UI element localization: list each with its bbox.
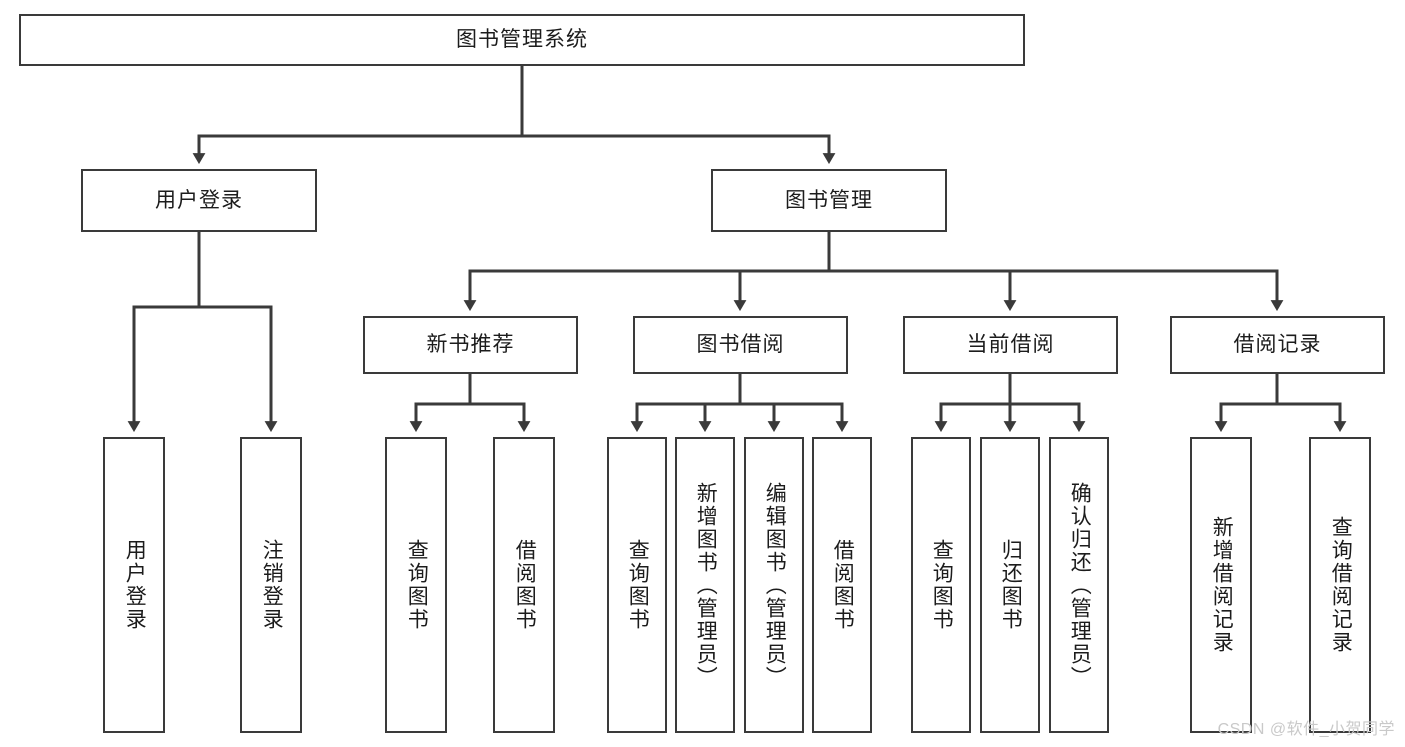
node-label: 查询图书 [626,539,650,631]
node-leaf-user-login[interactable]: 用户登录 [103,437,165,733]
node-label: 查询图书 [405,539,429,631]
node-leaf-confirm-return-admin[interactable]: 确认归还（管理员） [1049,437,1109,733]
node-label: 新增借阅记录 [1210,516,1234,654]
node-label: 查询借阅记录 [1329,516,1353,654]
node-leaf-query-books-current[interactable]: 查询图书 [911,437,971,733]
node-leaf-borrow-books[interactable]: 借阅图书 [812,437,872,733]
node-label: 新增图书（管理员） [694,481,718,689]
node-label: 查询图书 [930,539,954,631]
node-leaf-query-books-borrow[interactable]: 查询图书 [607,437,667,733]
csdn-watermark: CSDN @软件_小贺同学 [1217,721,1395,738]
node-current-borrowing[interactable]: 当前借阅 [903,316,1118,374]
node-label: 归还图书 [999,539,1023,631]
node-label: 编辑图书（管理员） [763,481,787,689]
node-leaf-borrow-books-recommend[interactable]: 借阅图书 [493,437,555,733]
node-user-login[interactable]: 用户登录 [81,169,317,232]
node-leaf-query-books-recommend[interactable]: 查询图书 [385,437,447,733]
node-leaf-query-borrow-record[interactable]: 查询借阅记录 [1309,437,1371,733]
node-leaf-return-books[interactable]: 归还图书 [980,437,1040,733]
node-book-borrowing[interactable]: 图书借阅 [633,316,848,374]
node-label: 图书管理 [785,188,873,212]
node-new-book-recommendation[interactable]: 新书推荐 [363,316,578,374]
node-leaf-add-borrow-record[interactable]: 新增借阅记录 [1190,437,1252,733]
node-label: 新书推荐 [426,333,515,357]
node-leaf-add-book-admin[interactable]: 新增图书（管理员） [675,437,735,733]
node-label: 用户登录 [155,188,243,212]
node-root-book-management-system[interactable]: 图书管理系统 [19,14,1025,66]
node-book-management[interactable]: 图书管理 [711,169,947,232]
node-label: 当前借阅 [966,333,1055,357]
node-label: 用户登录 [123,539,147,631]
node-leaf-logout[interactable]: 注销登录 [240,437,302,733]
node-label: 借阅图书 [831,539,855,631]
node-leaf-edit-book-admin[interactable]: 编辑图书（管理员） [744,437,804,733]
node-label: 注销登录 [260,539,284,631]
node-label: 借阅记录 [1233,333,1322,357]
node-label: 图书管理系统 [456,28,588,52]
node-label: 借阅图书 [513,539,537,631]
node-label: 图书借阅 [696,333,785,357]
node-borrowing-records[interactable]: 借阅记录 [1170,316,1385,374]
node-label: 确认归还（管理员） [1068,481,1092,689]
